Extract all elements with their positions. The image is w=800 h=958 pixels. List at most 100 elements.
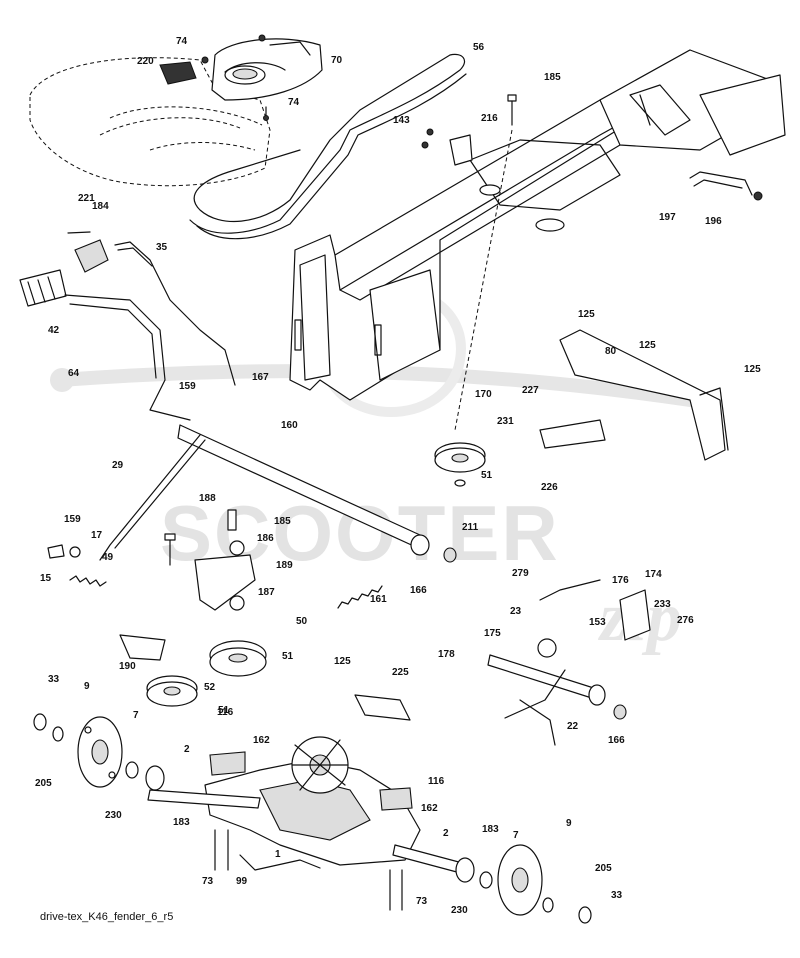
callout-226: 226 xyxy=(541,482,558,493)
callout-52: 52 xyxy=(204,682,216,693)
callout-159: 159 xyxy=(179,381,196,392)
bracket-80 xyxy=(559,329,729,461)
fender-body xyxy=(29,57,271,187)
callout-49: 49 xyxy=(102,552,114,563)
callout-162: 162 xyxy=(421,803,438,814)
callout-29: 29 xyxy=(112,460,124,471)
callout-167: 167 xyxy=(252,372,269,383)
callout-197: 197 xyxy=(659,212,676,223)
callout-15: 15 xyxy=(40,573,52,584)
washer-33-left xyxy=(33,713,47,731)
callout-205: 205 xyxy=(595,863,612,874)
washer-33-right xyxy=(578,906,592,924)
callout-166: 166 xyxy=(410,585,427,596)
knob-184 xyxy=(74,239,109,273)
callout-216: 216 xyxy=(481,113,498,124)
callout-183: 183 xyxy=(482,824,499,835)
fuel-tank-cover xyxy=(211,38,323,101)
callout-186: 186 xyxy=(257,533,274,544)
callout-125: 125 xyxy=(744,364,761,375)
callout-9: 9 xyxy=(84,681,90,692)
callout-189: 189 xyxy=(276,560,293,571)
cross-shaft xyxy=(177,424,457,563)
callout-125: 125 xyxy=(639,340,656,351)
bracket-176 xyxy=(619,589,651,641)
callout-230: 230 xyxy=(105,810,122,821)
callout-176: 176 xyxy=(612,575,629,586)
callout-153: 153 xyxy=(589,617,606,628)
callout-42: 42 xyxy=(48,325,60,336)
bearing-183-right xyxy=(455,857,475,883)
spacer-230-right xyxy=(479,871,493,889)
watermark-dot xyxy=(50,368,74,392)
callout-74: 74 xyxy=(176,36,188,47)
bolt-185-top xyxy=(454,94,517,431)
callout-225: 225 xyxy=(392,667,409,678)
lever-64 xyxy=(64,294,191,421)
callout-33: 33 xyxy=(48,674,60,685)
callout-143: 143 xyxy=(393,115,410,126)
callout-178: 178 xyxy=(438,649,455,660)
callout-160: 160 xyxy=(281,420,298,431)
callout-188: 188 xyxy=(199,493,216,504)
grip-42 xyxy=(19,269,67,307)
brake-rod-35 xyxy=(114,241,236,386)
callout-220: 220 xyxy=(137,56,154,67)
callout-99: 99 xyxy=(236,876,248,887)
callout-205: 205 xyxy=(35,778,52,789)
callout-2: 2 xyxy=(184,744,190,755)
callout-184: 184 xyxy=(92,201,109,212)
ring-23 xyxy=(537,638,557,658)
callout-1: 1 xyxy=(275,849,281,860)
callout-64: 64 xyxy=(68,368,80,379)
pulley-231 xyxy=(434,442,486,473)
callout-7: 7 xyxy=(513,830,519,841)
callout-116: 116 xyxy=(428,776,445,787)
bracket-216 xyxy=(421,128,473,166)
idler-bracket-189 xyxy=(194,509,256,611)
callout-125: 125 xyxy=(578,309,595,320)
callout-116: 116 xyxy=(217,707,234,718)
callout-185: 185 xyxy=(274,516,291,527)
spring-15 xyxy=(69,575,107,587)
callout-183: 183 xyxy=(173,817,190,828)
pulley-52 xyxy=(146,675,198,707)
shield-225 xyxy=(354,694,411,721)
callout-125: 125 xyxy=(334,656,351,667)
callout-33: 33 xyxy=(611,890,623,901)
hub-right-7 xyxy=(497,844,543,916)
callout-196: 196 xyxy=(705,216,722,227)
screws-74 xyxy=(201,34,269,121)
clip-221 xyxy=(67,231,91,234)
callout-174: 174 xyxy=(645,569,662,580)
callout-162: 162 xyxy=(253,735,270,746)
spring-161 xyxy=(337,585,383,609)
callout-227: 227 xyxy=(522,385,539,396)
pulley-50 xyxy=(209,640,267,677)
callout-231: 231 xyxy=(497,416,514,427)
callout-51: 51 xyxy=(282,651,294,662)
frame xyxy=(289,49,786,401)
callout-221: 221 xyxy=(78,193,95,204)
bolt-159 xyxy=(47,544,65,559)
callout-9: 9 xyxy=(566,818,572,829)
callout-51: 51 xyxy=(218,705,230,716)
callout-51: 51 xyxy=(481,470,493,481)
hub-left-7 xyxy=(77,716,123,788)
callout-80: 80 xyxy=(605,346,617,357)
callout-166: 166 xyxy=(608,735,625,746)
callout-175: 175 xyxy=(484,628,501,639)
callout-233: 233 xyxy=(654,599,671,610)
washer-205-left xyxy=(52,726,64,742)
callout-2: 2 xyxy=(443,828,449,839)
callout-23: 23 xyxy=(510,606,522,617)
rod-279 xyxy=(539,579,601,601)
callout-211: 211 xyxy=(462,522,479,533)
part-220-pad xyxy=(159,61,197,85)
callout-279: 279 xyxy=(512,568,529,579)
callout-73: 73 xyxy=(416,896,428,907)
callout-276: 276 xyxy=(677,615,694,626)
rod-197 xyxy=(689,171,763,201)
callout-74: 74 xyxy=(288,97,300,108)
